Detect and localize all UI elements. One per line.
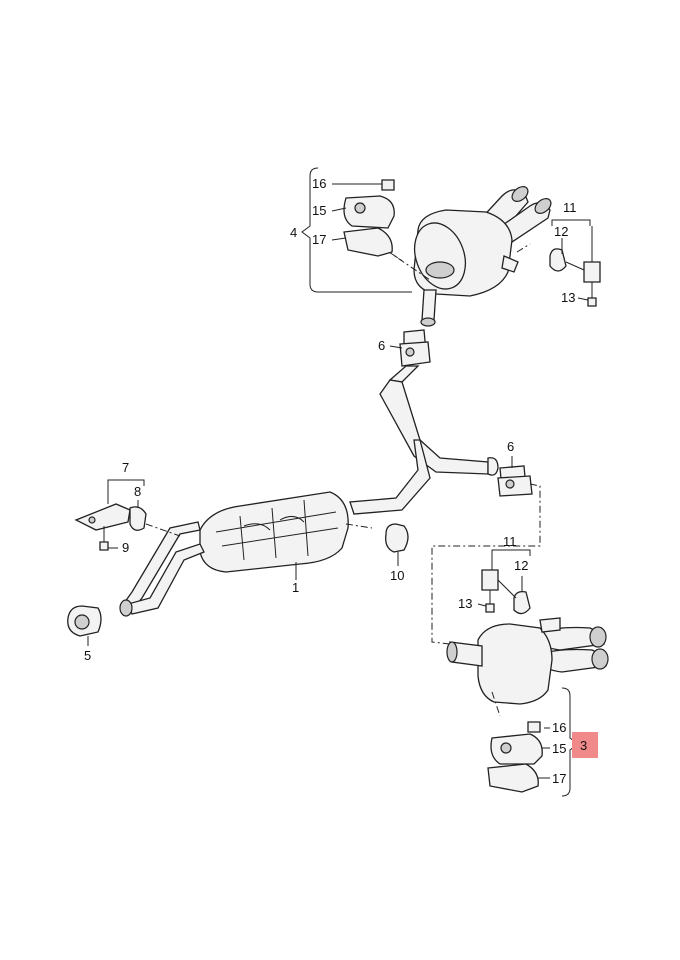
leader-lines xyxy=(87,167,593,797)
callout-13-lower: 13 xyxy=(458,596,472,611)
mount-11-upper xyxy=(549,248,601,307)
callout-4: 4 xyxy=(290,225,297,240)
callout-11-lower: 11 xyxy=(503,534,517,549)
callout-12-upper: 12 xyxy=(554,224,568,239)
flap-valve-assembly-lower xyxy=(487,721,543,793)
callout-17-upper: 17 xyxy=(312,232,326,247)
callout-12-lower: 12 xyxy=(514,558,528,573)
mount-11-lower xyxy=(481,569,531,615)
callout-11-upper: 11 xyxy=(563,200,577,215)
clamp-6-right xyxy=(431,465,541,645)
callout-1: 1 xyxy=(292,580,299,595)
front-pipes xyxy=(119,521,205,617)
callout-16-upper: 16 xyxy=(312,176,326,191)
bracket-7 xyxy=(74,503,181,551)
center-pipe xyxy=(349,365,499,515)
callout-6-upper: 6 xyxy=(378,338,385,353)
callout-16-lower: 16 xyxy=(552,720,566,735)
callout-labels: 16 15 4 17 11 12 13 6 6 7 8 9 1 10 5 11 … xyxy=(84,176,587,786)
rear-silencer-lower xyxy=(446,617,609,717)
callout-10: 10 xyxy=(390,568,404,583)
callout-5: 5 xyxy=(84,648,91,663)
front-silencer xyxy=(199,491,373,573)
rear-silencer-upper xyxy=(385,186,552,327)
rubber-mount-10 xyxy=(385,523,409,553)
callout-9: 9 xyxy=(122,540,129,555)
callout-15-lower: 15 xyxy=(552,741,566,756)
clamp-6-upper xyxy=(399,329,431,367)
callout-7: 7 xyxy=(122,460,129,475)
callout-6-right: 6 xyxy=(507,439,514,454)
flap-valve-assembly-upper xyxy=(343,179,405,263)
callout-3-highlight xyxy=(572,732,598,758)
callout-15-upper: 15 xyxy=(312,203,326,218)
callout-17-lower: 17 xyxy=(552,771,566,786)
callout-13-upper: 13 xyxy=(561,290,575,305)
clamp-5 xyxy=(67,605,102,637)
callout-8: 8 xyxy=(134,484,141,499)
callout-3: 3 xyxy=(580,738,587,753)
